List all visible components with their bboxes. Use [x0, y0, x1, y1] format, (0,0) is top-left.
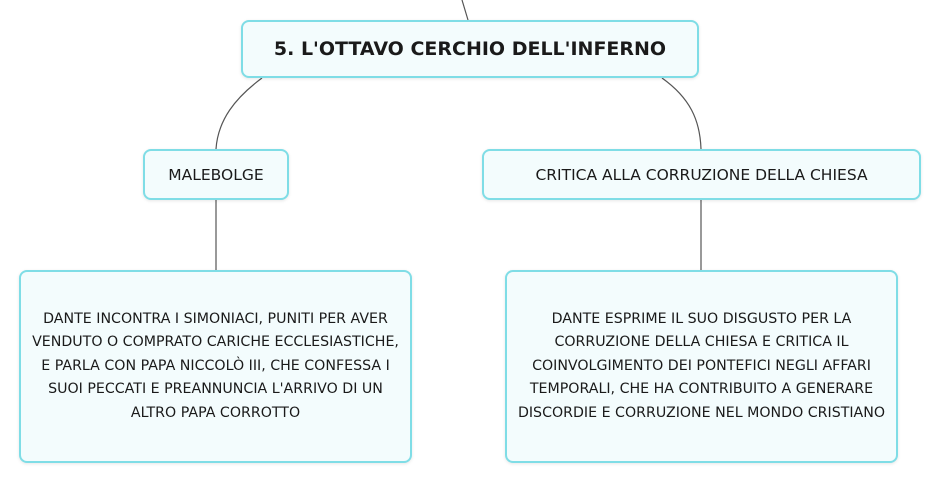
root-topic-label: 5. L'OTTAVO CERCHIO DELL'INFERNO: [273, 38, 667, 60]
connector-root-to-critica: [661, 77, 702, 150]
detail-text-malebolge: DANTE INCONTRA I SIMONIACI, PUNITI PER A…: [32, 310, 399, 421]
topic-label-malebolge: MALEBOLGE: [168, 165, 264, 184]
root-topic-node[interactable]: 5. L'OTTAVO CERCHIO DELL'INFERNO: [241, 20, 699, 78]
detail-node-critica[interactable]: DANTE ESPRIME IL SUO DISGUSTO PER LA COR…: [505, 270, 898, 463]
detail-text-critica: DANTE ESPRIME IL SUO DISGUSTO PER LA COR…: [517, 310, 886, 421]
connector-root-to-malebolge: [215, 77, 263, 150]
connector-incoming: [461, 0, 469, 21]
topic-node-critica[interactable]: CRITICA ALLA CORRUZIONE DELLA CHIESA: [482, 149, 921, 200]
detail-node-malebolge[interactable]: DANTE INCONTRA I SIMONIACI, PUNITI PER A…: [19, 270, 412, 463]
topic-node-malebolge[interactable]: MALEBOLGE: [143, 149, 289, 200]
topic-label-critica: CRITICA ALLA CORRUZIONE DELLA CHIESA: [535, 165, 868, 184]
